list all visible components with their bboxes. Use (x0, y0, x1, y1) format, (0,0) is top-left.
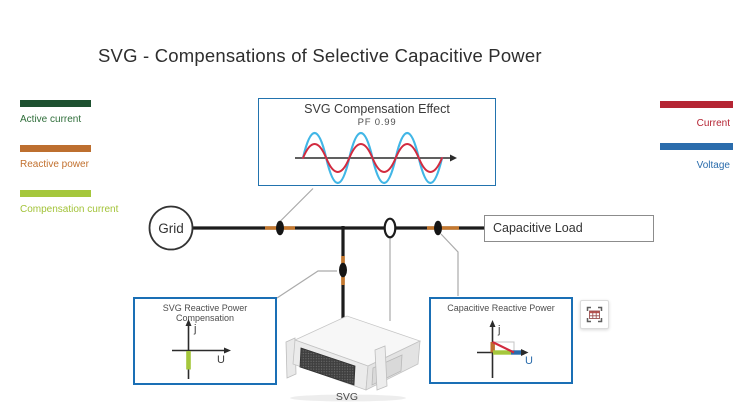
legend-label-compensation-current: Compensation current (20, 204, 119, 215)
cap-x-axis-arrow-icon (521, 349, 529, 356)
grid-circle (148, 205, 194, 251)
effect-box-title: SVG Compensation Effect (304, 102, 450, 116)
current-transformer-symbol (383, 217, 397, 239)
cap-vector-diagram: j U (477, 320, 533, 378)
power-factor-value: PF 0.99 (357, 117, 397, 128)
waveform-axis-arrow-icon (450, 154, 457, 162)
cap-axis-x-label: U (525, 355, 533, 367)
bus-node-2 (434, 220, 442, 236)
page-title: SVG - Compensations of Selective Capacit… (98, 45, 542, 66)
legend-label-reactive-power: Reactive power (20, 159, 89, 170)
legend-swatch-compensation-current (20, 190, 91, 197)
effect-box: SVG Compensation Effect PF 0.99 (258, 98, 496, 186)
table-capture-icon (586, 306, 603, 323)
legend-label-current: Current (696, 118, 730, 129)
waveform-plot (295, 132, 457, 184)
svg-reactive-power-compensation-box: SVG Reactive Power Compensation j U (133, 297, 277, 385)
legend-swatch-active-current (20, 100, 91, 107)
legend-swatch-current (660, 101, 733, 108)
current-sine-wave (302, 143, 443, 173)
legend-swatch-reactive-power (20, 145, 91, 152)
grid-node-label: Grid (158, 221, 184, 236)
current-vector (492, 341, 515, 354)
comp-box-title: SVG Reactive Power Compensation (162, 303, 248, 323)
bus-node-1 (276, 220, 284, 236)
legend-swatch-voltage (660, 143, 733, 150)
table-capture-button[interactable] (580, 300, 609, 329)
comp-axis-x-label: U (217, 354, 225, 366)
comp-vector-diagram: j U (172, 319, 231, 379)
comp-axis-y-label: j (193, 323, 196, 335)
callout-line-comp-box (276, 270, 337, 299)
cap-box-title: Capacitive Reactive Power (447, 303, 555, 313)
legend-label-active-current: Active current (20, 114, 82, 125)
capacitive-load-box: Capacitive Load (484, 215, 654, 242)
cap-y-axis-arrow-icon (489, 320, 496, 327)
svg-device-label: SVG (335, 391, 359, 403)
device-ear-left (285, 337, 297, 379)
svg-device-image (285, 315, 422, 402)
comp-x-axis-arrow-icon (224, 347, 231, 354)
active-current-vector (493, 350, 511, 355)
comp-y-axis-arrow-icon (185, 319, 192, 326)
callout-line-cap-box (440, 233, 459, 296)
capacitive-reactive-power-box: Capacitive Reactive Power j U (429, 297, 573, 384)
voltage-vector (511, 350, 524, 355)
callout-line-effect (279, 188, 314, 222)
cap-axis-y-label: j (497, 324, 500, 336)
device-shadow (290, 394, 406, 402)
device-grille (299, 347, 356, 386)
device-ear-right (374, 345, 388, 391)
reactive-power-vector (490, 342, 495, 353)
compensation-current-vector (186, 351, 191, 370)
branch-node (339, 262, 347, 278)
legend-label-voltage: Voltage (696, 160, 730, 171)
